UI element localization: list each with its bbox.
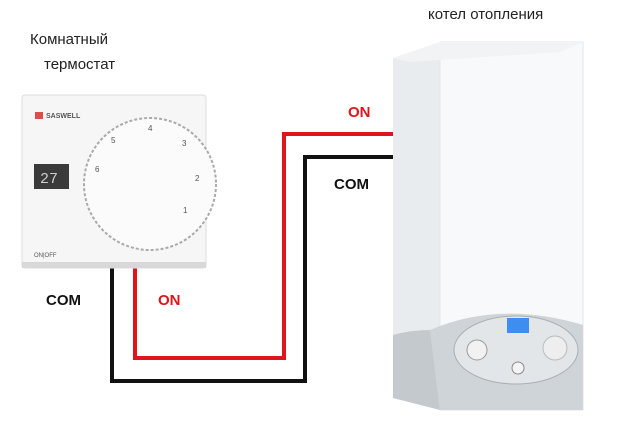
on-wire <box>133 132 396 360</box>
boiler-on-label: ON <box>348 104 371 121</box>
thermostat-base <box>22 262 206 268</box>
boiler-knob-right <box>542 335 568 361</box>
thermostat: SASWELL 27 6 5 4 3 2 1 ON|OFF <box>21 94 217 269</box>
dial-mark: 5 <box>111 136 116 145</box>
dial-mark: 4 <box>148 124 153 133</box>
thermostat-title-line1: Комнатный <box>30 31 109 48</box>
dial-mark: 6 <box>95 165 100 174</box>
com-wire <box>110 155 396 383</box>
boiler-com-label: COM <box>334 176 369 193</box>
boiler-button <box>511 361 525 375</box>
dial-mark: 2 <box>195 174 200 183</box>
dial-mark: 3 <box>182 139 187 148</box>
brand-logo-icon <box>35 112 43 119</box>
temperature-dial <box>83 117 217 251</box>
boiler-display <box>507 318 529 333</box>
boiler-side <box>393 42 440 410</box>
boiler-lower-side <box>393 330 440 410</box>
boiler-control-panel <box>453 315 579 385</box>
brand-text: SASWELL <box>46 113 81 120</box>
boiler <box>393 41 584 411</box>
dial-mark: 1 <box>183 206 188 215</box>
boiler-title: котел отопления <box>428 6 544 23</box>
on-off-switch: ON|OFF <box>34 253 57 259</box>
boiler-top <box>393 42 583 62</box>
boiler-knob-left <box>466 339 488 361</box>
lcd-display <box>34 164 69 189</box>
thermostat-com-label: COM <box>46 292 81 309</box>
thermostat-on-label: ON <box>158 292 181 309</box>
thermostat-title-line2: термостат <box>44 56 116 73</box>
lcd-value: 27 <box>40 171 58 188</box>
